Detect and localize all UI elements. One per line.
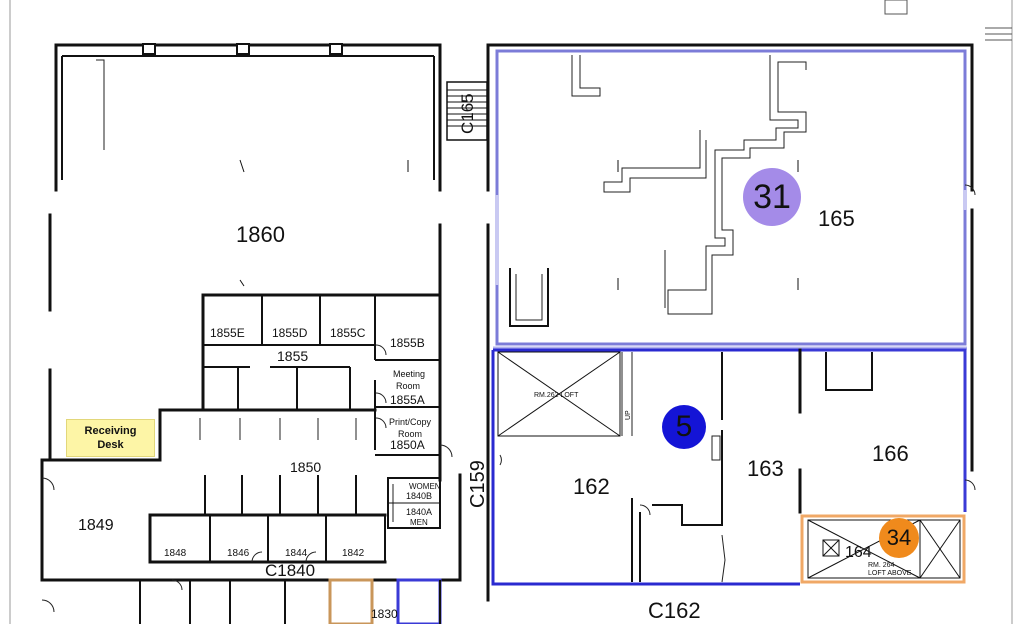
room-1855B: 1855B: [390, 336, 425, 350]
room-1849: 1849: [78, 517, 114, 534]
zone-162-outline[interactable]: [491, 350, 800, 586]
marker-34-label: 34: [886, 525, 912, 550]
zone-165-outline[interactable]: [495, 49, 967, 346]
marker-31-label: 31: [753, 177, 791, 216]
loft-262-label: RM.262 LOFT: [534, 392, 579, 399]
room-1855A-title2: Room: [396, 381, 420, 391]
room-1846: 1846: [227, 548, 250, 559]
outer-boundary: [9, 0, 1013, 624]
marker-31[interactable]: 31: [743, 168, 801, 226]
corridor-c159: C159: [467, 460, 489, 508]
receiving-desk-line2: Desk: [97, 439, 124, 451]
room-1855: 1855: [277, 348, 308, 364]
room-1860: 1860: [236, 222, 285, 247]
marker-5-label: 5: [675, 410, 693, 443]
room-1840B: 1840B: [406, 491, 432, 501]
stair-up-label: UP: [625, 410, 632, 420]
room-1855D: 1855D: [272, 326, 308, 340]
zone-166-outline[interactable]: [800, 348, 967, 512]
room-166: 166: [872, 441, 909, 466]
room-1850A: 1850A: [390, 438, 425, 452]
marker-34[interactable]: 34: [879, 518, 919, 558]
duct-lines: [509, 55, 807, 327]
loft-164: [807, 519, 961, 579]
room-1830: 1830: [371, 607, 398, 621]
room-1848: 1848: [164, 548, 187, 559]
right-wing-walls: [486, 43, 974, 602]
room-labels: 1860 1855 1855E 1855D 1855C 1855B Meetin…: [78, 93, 912, 623]
room-1850A-title1: Print/Copy: [389, 417, 432, 427]
room-1855A-title1: Meeting: [393, 369, 425, 379]
room-165: 165: [818, 206, 855, 231]
receiving-desk-line1: Receiving: [84, 425, 137, 437]
left-wing-walls: [40, 43, 462, 624]
women-restroom: WOMEN: [409, 482, 441, 491]
room-1850: 1850: [290, 459, 321, 475]
men-restroom: MEN: [410, 518, 428, 527]
room-1850A-title2: Room: [398, 429, 422, 439]
room-1855E: 1855E: [210, 326, 245, 340]
receiving-desk[interactable]: Receiving Desk: [66, 419, 155, 457]
marker-5[interactable]: 5: [662, 405, 706, 449]
interior-walls-162-166: [497, 348, 873, 583]
room-1844: 1844: [285, 548, 308, 559]
room-1842: 1842: [342, 548, 365, 559]
corridor-c162: C162: [648, 598, 701, 623]
zone-164-outline[interactable]: [800, 514, 966, 584]
room-163: 163: [747, 456, 784, 481]
corridor-c165: C165: [458, 93, 477, 134]
loft-264-label2: LOFT ABOVE: [868, 570, 912, 577]
room-1840A: 1840A: [406, 507, 432, 517]
loft-264-label1: RM. 264: [868, 562, 895, 569]
room-1855C: 1855C: [330, 326, 366, 340]
room-1855A: 1855A: [390, 393, 425, 407]
room-164: 164: [845, 544, 872, 561]
doors: [41, 184, 976, 613]
room-162: 162: [573, 474, 610, 499]
corridor-c1840: C1840: [265, 561, 315, 580]
